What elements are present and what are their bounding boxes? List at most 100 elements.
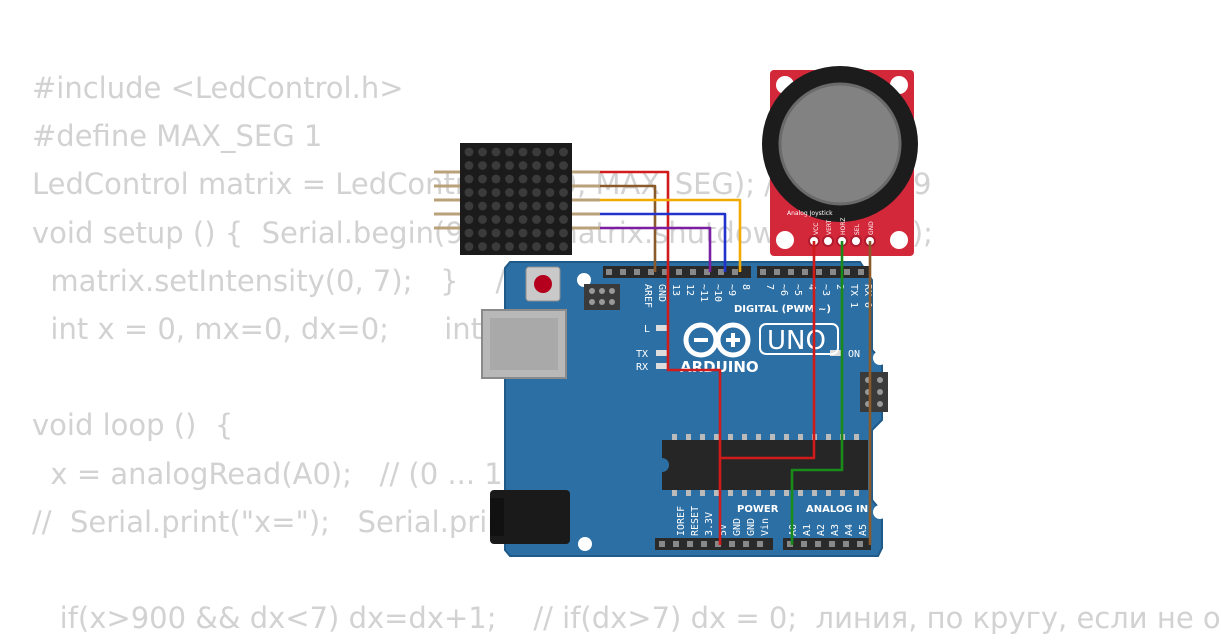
wires xyxy=(600,170,872,545)
matrix-led xyxy=(464,147,474,157)
pin-label: ~9 xyxy=(726,284,737,296)
mount-hole xyxy=(873,505,887,519)
matrix-led xyxy=(491,228,501,238)
code-line: #define MAX_SEG 1 xyxy=(32,119,323,154)
pin-label: A1 xyxy=(802,524,813,536)
svg-text:VERT: VERT xyxy=(826,219,833,235)
mount-hole xyxy=(890,231,908,249)
pin-label: ~10 xyxy=(712,284,723,302)
matrix-led xyxy=(491,242,501,251)
matrix-body xyxy=(460,143,572,255)
svg-text:GND: GND xyxy=(868,221,875,235)
pin-label: ~6 xyxy=(778,284,789,296)
matrix-led xyxy=(545,188,555,197)
matrix-led xyxy=(464,215,474,224)
power-jack[interactable] xyxy=(490,490,570,544)
power-header-label: POWER xyxy=(737,504,779,515)
wire-joy-horz xyxy=(790,241,844,545)
matrix-led xyxy=(545,174,555,184)
pin-label: GND xyxy=(732,518,743,536)
pin-label: ~5 xyxy=(792,284,803,296)
digital-pin-labels: AREF GND 13 12 ~11 ~10 ~9 8 7 ~6 ~5 4 ~3… xyxy=(642,284,873,308)
matrix-led xyxy=(545,228,555,238)
analog-header xyxy=(783,538,871,550)
led-tx xyxy=(656,350,668,356)
power-pin-labels: IOREF RESET 3.3V 5V GND GND Vin xyxy=(676,506,771,536)
pin-label: 8 xyxy=(740,284,751,290)
matrix-led xyxy=(464,174,474,184)
matrix-led xyxy=(505,161,514,170)
matrix-led xyxy=(478,228,487,238)
matrix-led xyxy=(532,215,541,224)
matrix-led xyxy=(505,228,514,238)
matrix-led xyxy=(545,242,555,251)
matrix-dots xyxy=(464,147,568,251)
reset-button[interactable] xyxy=(525,266,561,302)
matrix-led xyxy=(464,161,474,170)
matrix-led xyxy=(559,161,568,170)
digital-header xyxy=(603,266,869,278)
matrix-led xyxy=(518,147,528,157)
code-line: if(x>900 && dx<7) dx=dx+1; // if(dx>7) d… xyxy=(32,601,1221,636)
matrix-led xyxy=(505,242,514,251)
matrix-led xyxy=(478,215,487,224)
icsp-header-top xyxy=(584,284,620,310)
pin-label: 12 xyxy=(684,284,695,296)
icsp-header-right xyxy=(860,372,888,412)
led-matrix xyxy=(434,143,600,255)
atmega-chip xyxy=(662,434,868,496)
led-rx xyxy=(656,363,668,369)
matrix-led xyxy=(505,215,514,224)
wire-matrix-gnd xyxy=(600,184,657,272)
led-l xyxy=(656,325,668,331)
matrix-led xyxy=(559,228,568,238)
matrix-led xyxy=(478,174,487,184)
code-line: void setup () { Serial.begin(9600); matr… xyxy=(32,215,933,250)
matrix-led xyxy=(545,215,555,224)
matrix-led xyxy=(518,215,528,224)
matrix-led xyxy=(491,188,501,197)
matrix-led xyxy=(559,242,568,251)
matrix-led xyxy=(505,188,514,197)
pin-label: A3 xyxy=(830,524,841,536)
arduino-brand: ARDUINO xyxy=(680,358,759,376)
mount-hole xyxy=(578,537,592,551)
pin-label: ~11 xyxy=(698,284,709,302)
wire-joy-vcc xyxy=(720,241,816,460)
matrix-led xyxy=(464,242,474,251)
svg-text:HORZ: HORZ xyxy=(840,217,847,235)
svg-text:VCC: VCC xyxy=(813,223,820,235)
pin-label: ~3 xyxy=(820,284,831,296)
usb-connector[interactable] xyxy=(481,309,567,379)
code-line: x = analogRead(A0); // (0 ... 10 xyxy=(32,456,522,491)
digital-header-label: DIGITAL (PWM ~) xyxy=(734,304,831,315)
matrix-led xyxy=(518,161,528,170)
pin-label: A2 xyxy=(816,524,827,536)
matrix-led xyxy=(559,174,568,184)
mount-hole xyxy=(776,231,794,249)
matrix-led xyxy=(532,147,541,157)
matrix-led xyxy=(491,215,501,224)
matrix-led xyxy=(478,188,487,197)
matrix-led xyxy=(464,188,474,197)
joystick-knob[interactable] xyxy=(762,66,918,222)
matrix-led xyxy=(478,161,487,170)
pin-label: A0 xyxy=(788,524,799,536)
matrix-led xyxy=(559,201,568,211)
circuit-diagram: AREF GND 13 12 ~11 ~10 ~9 8 7 ~6 ~5 4 ~3… xyxy=(434,66,918,557)
pin-label: Vin xyxy=(760,518,771,536)
led-on-label: ON xyxy=(848,349,860,360)
matrix-led xyxy=(478,201,487,211)
led-tx-label: TX xyxy=(636,349,648,360)
matrix-led xyxy=(491,201,501,211)
matrix-led xyxy=(478,147,487,157)
wire-matrix-vcc xyxy=(600,170,722,545)
matrix-led xyxy=(491,147,501,157)
power-header xyxy=(655,538,773,550)
pin-label: GND xyxy=(746,518,757,536)
analog-header-label: ANALOG IN xyxy=(806,504,868,515)
analog-pin-labels: A0 A1 A2 A3 A4 A5 xyxy=(788,524,869,536)
matrix-led xyxy=(532,201,541,211)
arduino-model: UNO xyxy=(767,326,826,356)
code-line: #include <LedControl.h> xyxy=(32,71,404,105)
